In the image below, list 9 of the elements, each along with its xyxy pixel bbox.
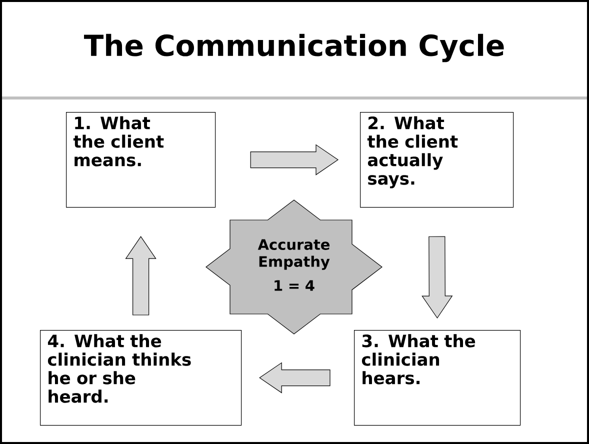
step-box: 2. What the client actually says.: [360, 112, 514, 208]
title: The Communication Cycle: [84, 34, 504, 62]
step-box: 3. What the clinician hears.: [354, 330, 521, 426]
block-arrow: [259, 362, 330, 394]
block-arrow: [422, 236, 453, 319]
block-arrow: [125, 236, 156, 316]
block-arrow: [250, 144, 339, 176]
step-box: 1. What the client means.: [66, 112, 216, 208]
step-box: 4. What the clinician thinks he or she heard.: [40, 330, 242, 426]
